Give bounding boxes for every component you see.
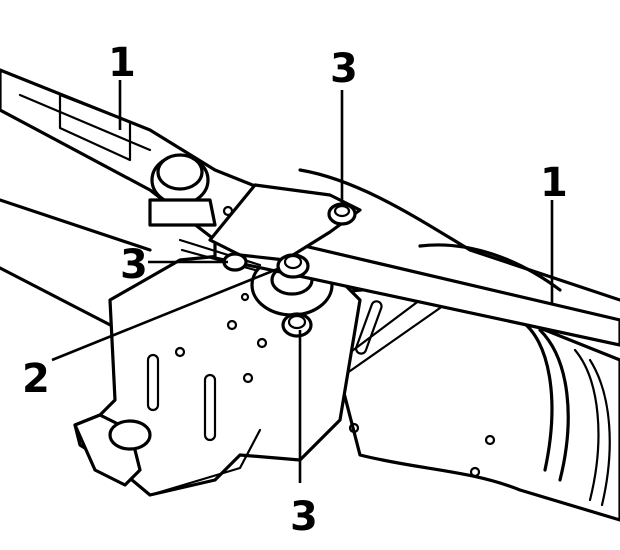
callout-motor-crank-nut: 2 bbox=[22, 356, 50, 402]
crank-arm bbox=[178, 183, 362, 272]
callout-mounting-bolt-bottom: 3 bbox=[290, 494, 318, 540]
callout-mounting-bolt-left: 3 bbox=[120, 242, 148, 288]
wiper-linkage-rod bbox=[213, 223, 620, 347]
bolt-top bbox=[327, 202, 357, 226]
bolt-bottom bbox=[281, 312, 313, 338]
wiper-motor-housing bbox=[318, 288, 620, 522]
crank-nut bbox=[276, 253, 310, 279]
callout-wiper-arm-right: 1 bbox=[540, 160, 568, 206]
leader-lines bbox=[51, 80, 554, 483]
cowl-panel-lines bbox=[0, 168, 620, 332]
callout-wiper-arm-left: 1 bbox=[108, 40, 136, 86]
callout-mounting-bolt-top: 3 bbox=[330, 46, 358, 92]
